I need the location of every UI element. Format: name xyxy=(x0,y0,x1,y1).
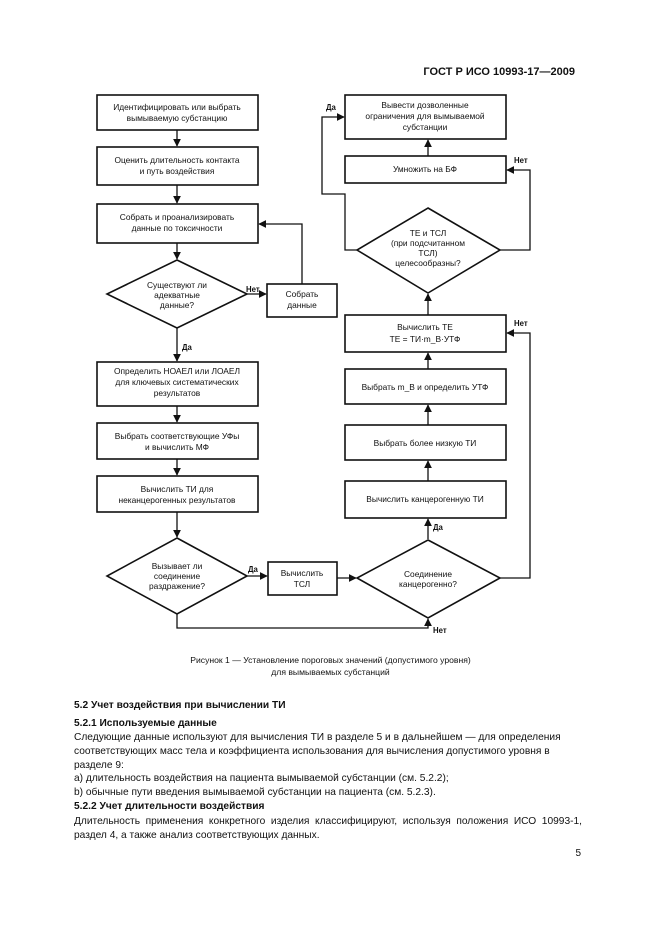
paragraph-1: Следующие данные используют для вычислен… xyxy=(74,732,561,771)
derive-box xyxy=(344,94,507,140)
figure-caption: Рисунок 1 — Установление пороговых значе… xyxy=(0,654,661,678)
caption-line-1: Рисунок 1 — Установление пороговых значе… xyxy=(190,655,471,665)
multiply-box xyxy=(344,155,507,184)
label-yes-carc: Да xyxy=(433,523,444,532)
check-decision xyxy=(355,207,502,294)
lower-ti-text: Выбрать более низкую ТИ xyxy=(374,438,477,448)
lower-ti-box xyxy=(344,424,507,461)
section-5-2-2-heading: 5.2.2 Учет длительности воздействия xyxy=(74,801,265,812)
list-item-a: a) длительность воздействия на пациента … xyxy=(74,773,449,784)
section-5-2-heading: 5.2 Учет воздействия при вычислении ТИ xyxy=(74,700,286,711)
carc-ti-box xyxy=(344,480,507,519)
label-no-check: Нет xyxy=(514,156,528,165)
select-mb-text: Выбрать m_B и определить УТФ xyxy=(362,382,489,392)
select-mb-box xyxy=(344,368,507,405)
ti-box xyxy=(96,475,259,513)
page-number: 5 xyxy=(575,848,581,859)
list-item-b: b) обычные пути введения вымываемой субс… xyxy=(74,787,436,798)
label-no-irritant: Нет xyxy=(433,626,447,635)
label-yes-irritant: Да xyxy=(248,565,259,574)
uf-box xyxy=(96,422,259,460)
label-no-adequate: Нет xyxy=(246,285,260,294)
carc-decision xyxy=(355,539,502,619)
calc-te-box xyxy=(344,314,507,353)
label-no-carc: Нет xyxy=(514,319,528,328)
label-yes-check: Да xyxy=(326,103,337,112)
carc-ti-text: Вычислить канцерогенную ТИ xyxy=(366,494,483,504)
label-yes-adequate: Да xyxy=(182,343,193,352)
paragraph-2: Длительность применения конкретного изде… xyxy=(74,816,582,841)
multiply-text: Умножить на БФ xyxy=(393,164,457,174)
caption-line-2: для вымываемых субстанций xyxy=(271,667,390,677)
section-5-2-1-heading: 5.2.1 Используемые данные xyxy=(74,718,217,729)
document-header: ГОСТ Р ИСО 10993-17—2009 xyxy=(423,66,575,78)
